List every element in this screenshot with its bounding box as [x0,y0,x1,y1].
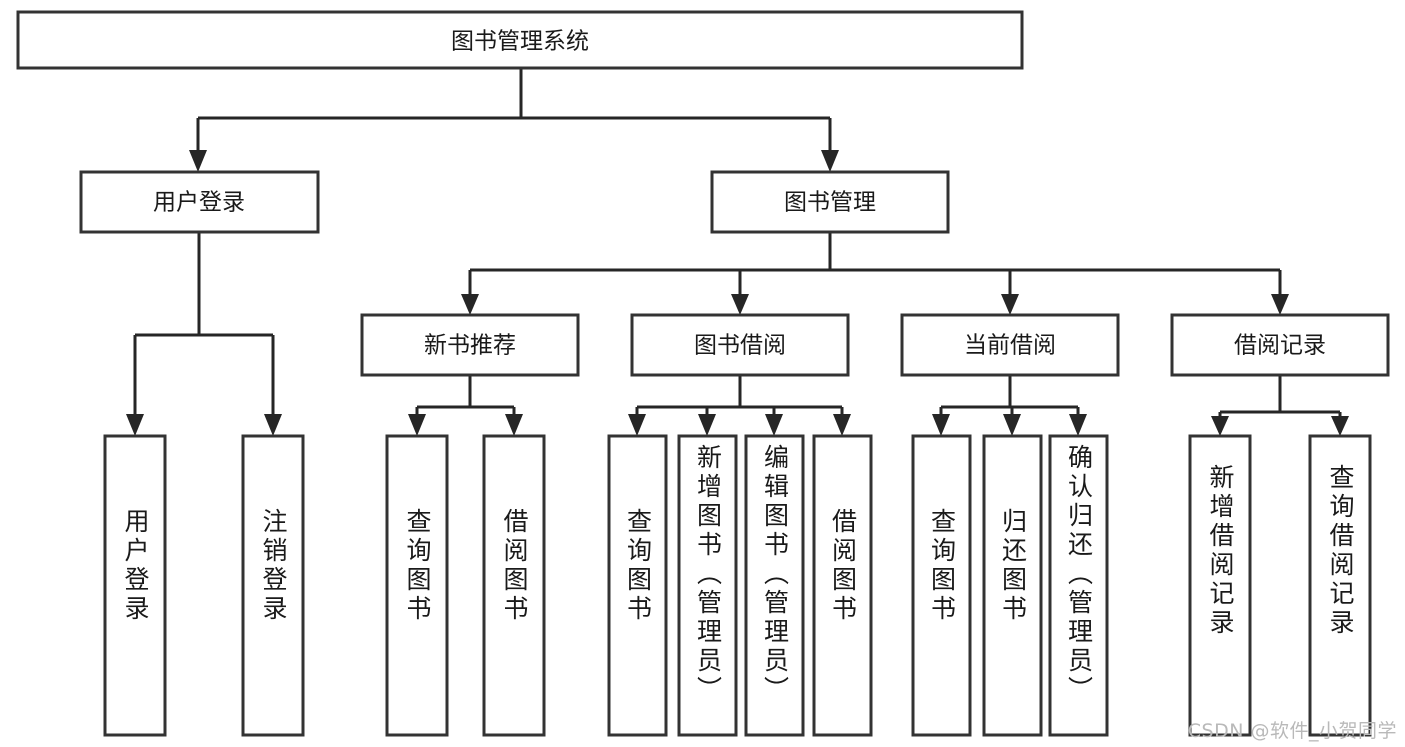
arrow-root-to-user-login-icon [189,150,207,172]
node-current-borrow-box[interactable] [900,313,1120,377]
arrow-book-borrow-l2-icon [698,414,716,436]
arrow-user-login-l2-icon [264,414,282,436]
connector-group-new-book [408,375,523,436]
connector-group-borrow-record [1211,375,1349,436]
leaf-box-borrow-book-new[interactable] [482,434,546,737]
node-borrow-record-label: 借阅记录 [1234,333,1326,359]
arrow-current-borrow-l1-icon [932,414,950,436]
node-book-management-box[interactable] [710,170,950,234]
node-book-borrow-box[interactable] [630,313,850,377]
arrow-book-borrow-l3-icon [765,414,783,436]
node-root-box[interactable] [16,10,1024,70]
node-root[interactable]: 图书管理系统 [16,10,1024,70]
arrow-current-borrow-l2-icon [1003,414,1021,436]
arrow-new-book-l2-icon [505,414,523,436]
arrow-user-login-l1-icon [126,414,144,436]
leaf-box-query-borrow-record[interactable] [1308,434,1372,737]
leaf-box-add-book-admin[interactable] [677,434,738,737]
arrow-borrow-record-l1-icon [1211,416,1229,436]
arrow-to-borrow-record-icon [1271,294,1289,315]
node-book-borrow-label: 图书借阅 [694,333,786,359]
connector-group-current-borrow [932,375,1087,436]
node-book-management[interactable]: 图书管理 [710,170,950,234]
arrow-current-borrow-l3-icon [1069,414,1087,436]
arrow-to-current-borrow-icon [1001,294,1019,315]
node-user-login[interactable]: 用户登录 [79,170,320,234]
node-root-label: 图书管理系统 [451,29,589,55]
leaf-box-edit-book-admin[interactable] [744,434,805,737]
leaf-box-logout[interactable] [241,434,305,737]
node-book-borrow[interactable]: 图书借阅 [630,313,850,377]
arrow-to-book-borrow-icon [731,294,749,315]
arrow-new-book-l1-icon [408,414,426,436]
leaf-box-add-borrow-record[interactable] [1188,434,1252,737]
leaf-box-query-book-current[interactable] [911,434,972,737]
arrow-book-borrow-l1-icon [628,414,646,436]
node-new-book-recommend-box[interactable] [360,313,580,377]
node-current-borrow[interactable]: 当前借阅 [900,313,1120,377]
leaf-box-user-login[interactable] [103,434,167,737]
connector-group-book-mgmt [461,232,1289,315]
arrow-to-new-book-icon [461,294,479,315]
arrow-root-to-book-mgmt-icon [821,150,839,172]
node-new-book-recommend[interactable]: 新书推荐 [360,313,580,377]
node-user-login-label: 用户登录 [153,190,245,216]
leaf-box-query-book-borrow[interactable] [607,434,668,737]
node-current-borrow-label: 当前借阅 [964,333,1056,359]
leaf-box-group [103,434,1372,737]
connector-group-book-borrow [628,375,851,436]
node-user-login-box[interactable] [79,170,320,234]
leaf-box-borrow-book[interactable] [812,434,873,737]
connector-group-user-login [126,232,282,436]
node-borrow-record-box[interactable] [1170,313,1390,377]
node-new-book-recommend-label: 新书推荐 [424,333,516,359]
leaf-box-query-book-new[interactable] [385,434,449,737]
node-book-management-label: 图书管理 [784,190,876,216]
node-borrow-record[interactable]: 借阅记录 [1170,313,1390,377]
leaf-box-return-book[interactable] [982,434,1043,737]
arrow-borrow-record-l2-icon [1331,416,1349,436]
connector-group-root [189,68,839,172]
leaf-box-confirm-return-admin[interactable] [1048,434,1109,737]
csdn-watermark: CSDN @软件_小贺同学 [1187,720,1397,742]
arrow-book-borrow-l4-icon [833,414,851,436]
